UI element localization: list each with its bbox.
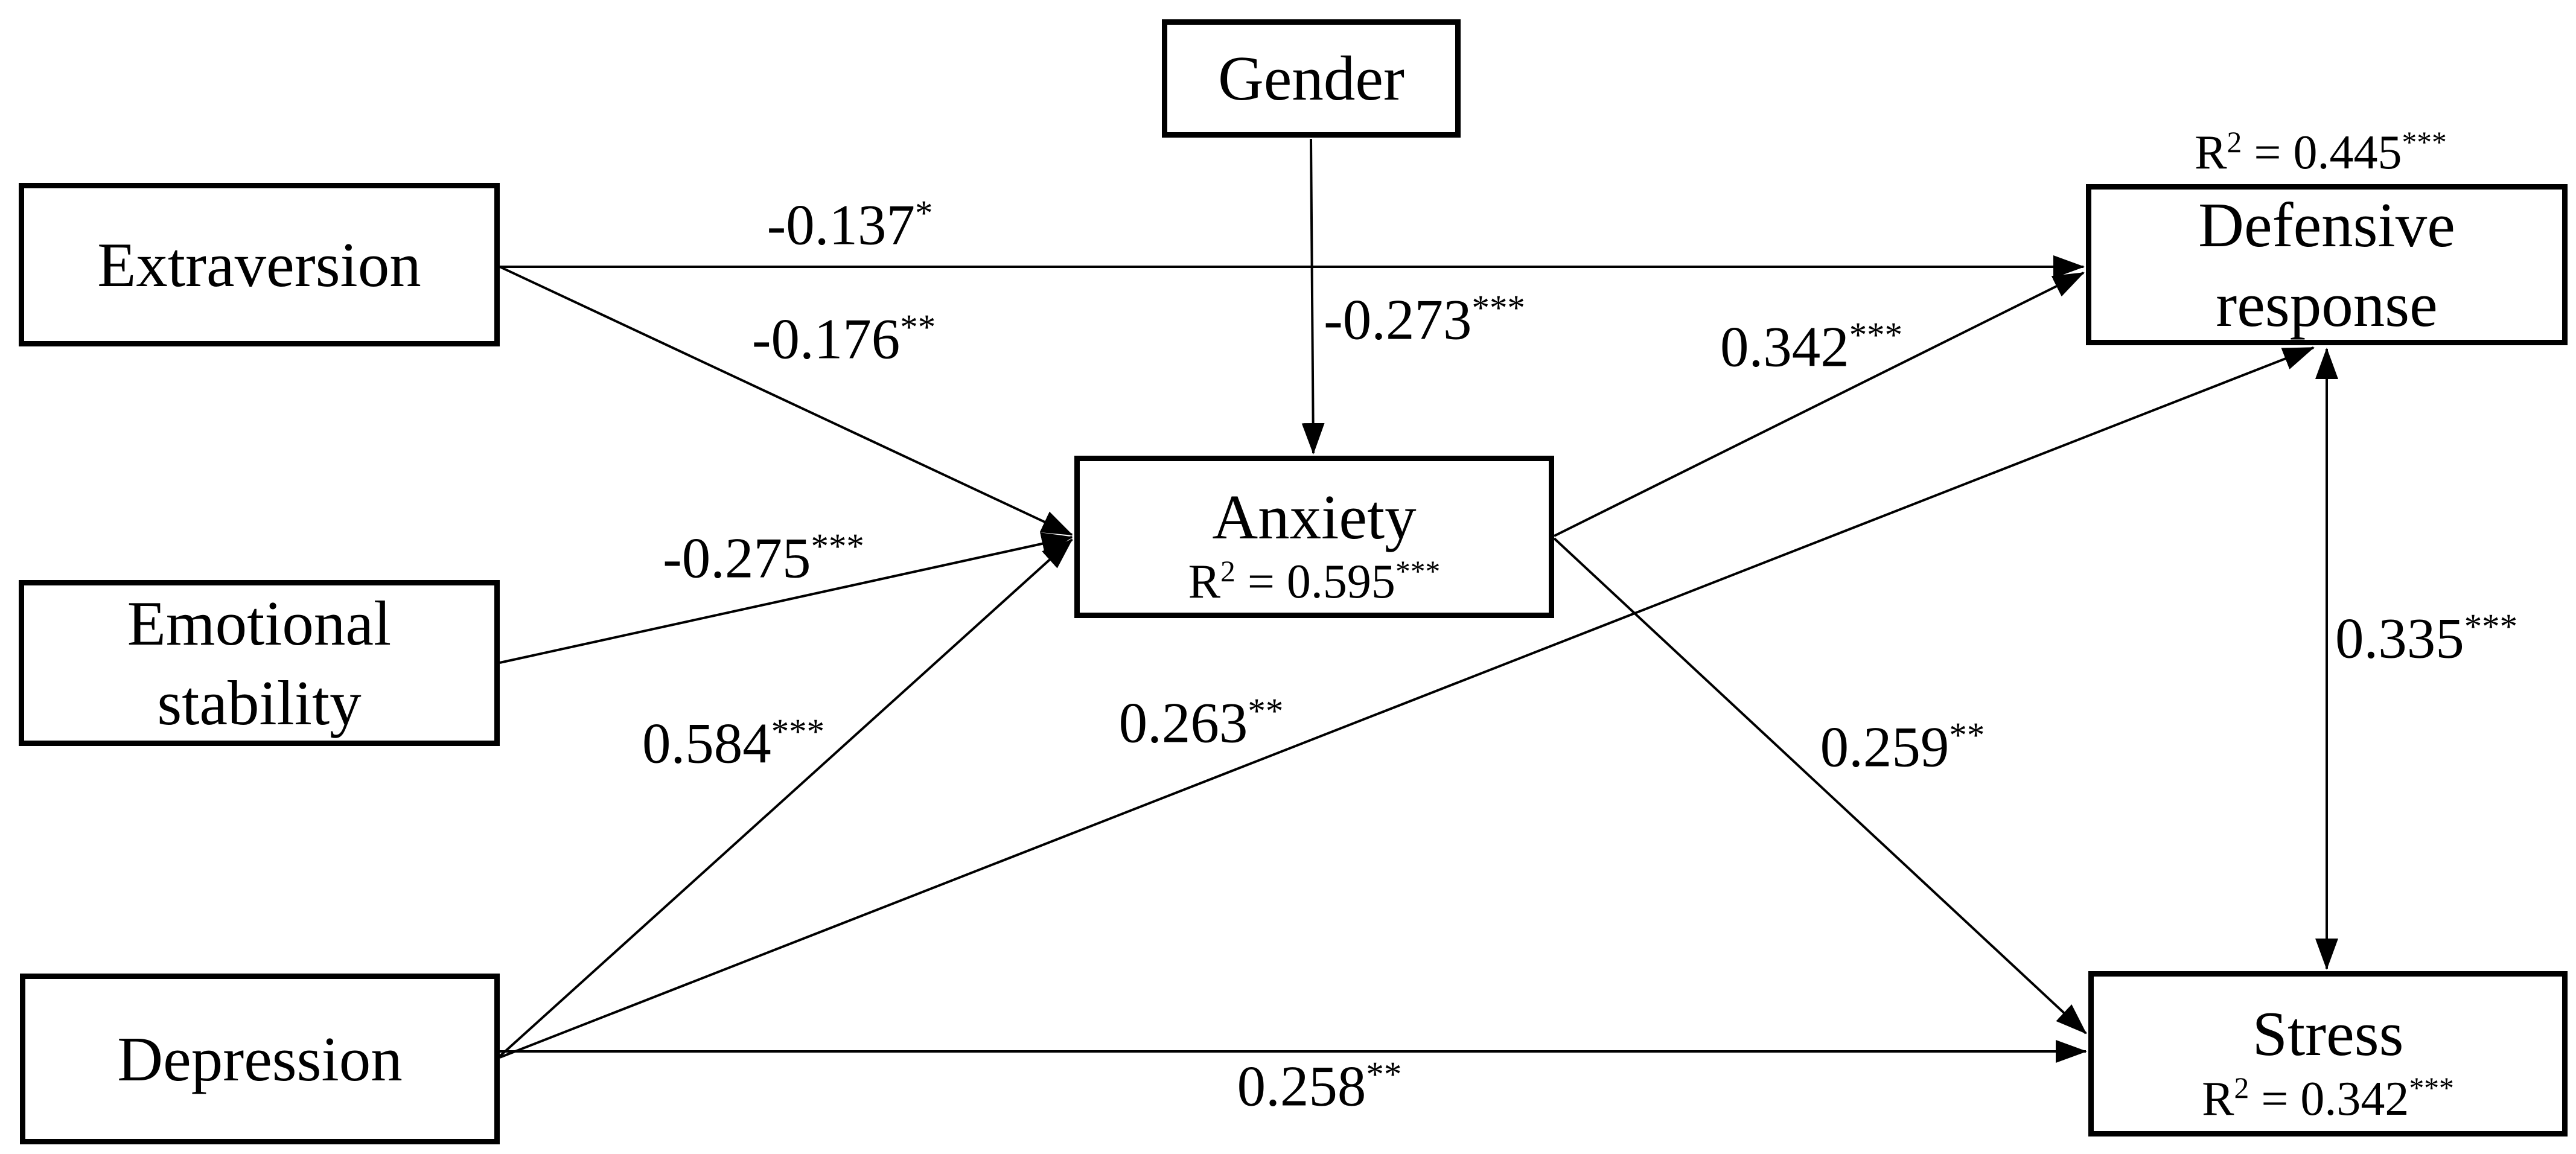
coef-value: -0.137 [767, 193, 915, 257]
box-emotional-stability-label: Emotional stability [127, 588, 392, 738]
r-squared-exponent: 2 [2234, 1071, 2249, 1105]
box-extraversion: Extraversion [19, 183, 500, 346]
anxiety-r-squared: R2 = 0.595*** [1188, 554, 1441, 609]
significance-stars: *** [2464, 607, 2518, 646]
r-squared-value: = 0.445 [2242, 126, 2402, 179]
box-anxiety: Anxiety R2 = 0.595*** [1074, 456, 1554, 618]
coef-depression-stress: 0.258** [1237, 1056, 1402, 1115]
r-squared-base: R [1188, 555, 1221, 609]
coef-gender-anxiety: -0.273*** [1324, 290, 1525, 349]
box-anxiety-label: Anxiety [1212, 481, 1417, 552]
coef-defensive-response-stress: 0.335*** [2335, 606, 2518, 671]
coef-anxiety-defensive-response: 0.342*** [1720, 317, 1902, 376]
stress-r-squared: R2 = 0.342*** [2202, 1071, 2454, 1126]
box-extraversion-label: Extraversion [97, 229, 421, 300]
box-defensive-response: Defensive response [2086, 184, 2568, 345]
significance-stars: *** [811, 526, 864, 566]
coef-value: -0.275 [663, 526, 811, 590]
r-squared-exponent: 2 [1220, 554, 1235, 588]
box-emotional-stability: Emotional stability [19, 580, 500, 746]
box-depression-label: Depression [117, 1023, 403, 1094]
significance-stars: *** [2402, 125, 2447, 159]
coef-extraversion-anxiety: -0.176** [752, 309, 936, 368]
coef-value: 0.584 [642, 711, 771, 776]
significance-stars: ** [1366, 1054, 1402, 1094]
r-squared-base: R [2202, 1072, 2234, 1126]
r-squared-value: = 0.595 [1235, 555, 1395, 609]
significance-stars: ** [1248, 691, 1284, 731]
coef-anxiety-stress: 0.259** [1820, 717, 1985, 776]
significance-stars: * [914, 193, 933, 233]
box-stress-label: Stress [2252, 998, 2404, 1070]
path-anxiety-to-defensive-response [1554, 272, 2085, 537]
coef-extraversion-defensive-response: -0.137* [767, 195, 933, 254]
significance-stars: *** [1849, 315, 1903, 355]
significance-stars: *** [1471, 288, 1525, 328]
coef-value: 0.259 [1820, 715, 1950, 779]
significance-stars: ** [900, 307, 936, 347]
significance-stars: *** [771, 712, 825, 751]
significance-stars: ** [1949, 715, 1985, 755]
coef-value: -0.176 [751, 307, 901, 371]
coef-depression-anxiety: 0.584*** [642, 711, 825, 776]
box-gender-label: Gender [1217, 43, 1404, 114]
coef-value: 0.258 [1237, 1054, 1366, 1118]
box-defensive-response-label: Defensive response [2198, 190, 2455, 340]
coef-value: -0.273 [1324, 287, 1472, 352]
r-squared-value: = 0.342 [2249, 1072, 2409, 1126]
defensive-response-r-squared: R2 = 0.445*** [2195, 127, 2447, 178]
coef-emotional-stability-anxiety: -0.275*** [663, 528, 864, 587]
box-gender: Gender [1162, 19, 1461, 138]
r-squared-exponent: 2 [2227, 125, 2242, 159]
path-depression-to-defensive-response [499, 346, 2315, 1059]
coef-value: 0.342 [1720, 314, 1849, 379]
box-depression: Depression [20, 974, 500, 1144]
coef-value: 0.335 [2335, 606, 2464, 671]
r-squared-base: R [2195, 126, 2227, 179]
significance-stars: *** [2409, 1071, 2454, 1105]
box-stress: Stress R2 = 0.342*** [2088, 971, 2568, 1136]
coef-depression-defensive-response: 0.263** [1119, 693, 1284, 752]
path-depression-to-anxiety [499, 538, 1073, 1057]
path-gender-to-anxiety [1301, 138, 1325, 454]
significance-stars: *** [1395, 554, 1441, 588]
path-anxiety-to-stress [1553, 537, 2087, 1034]
coef-value: 0.263 [1118, 690, 1248, 755]
